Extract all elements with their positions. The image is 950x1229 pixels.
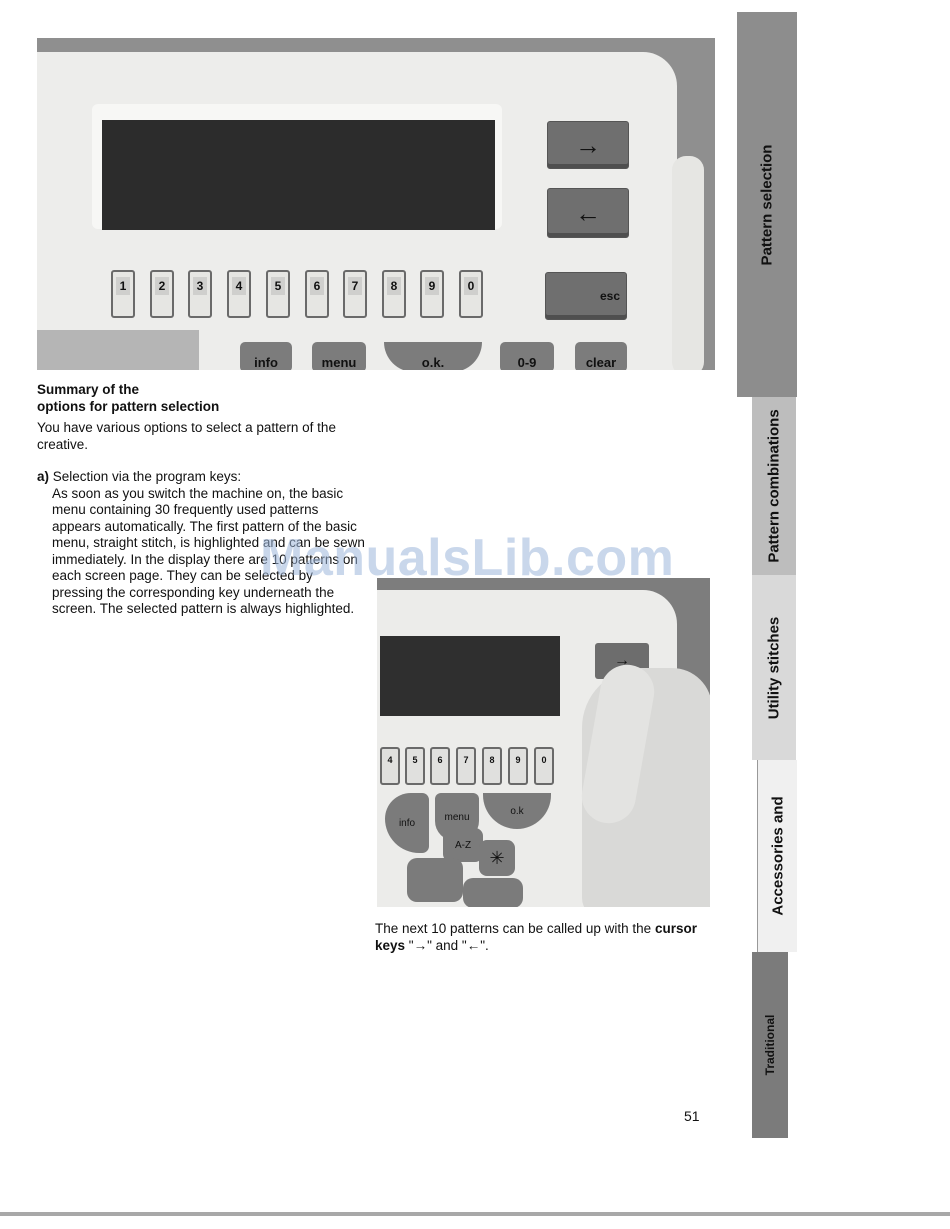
tab-label: Utility stitches: [765, 616, 783, 719]
control-panel-photo: → ← esc 1 2 3 4 5 6 7 8 9 0 info menu o.…: [37, 38, 715, 370]
caption-bold: cursor keys: [375, 921, 697, 953]
arrow-left-icon: ←: [575, 197, 601, 228]
lcd-screen: [102, 120, 495, 230]
option-a: a) Selection via the program keys: As so…: [37, 469, 367, 618]
number-key-7: 7: [456, 747, 476, 785]
arrow-right-icon: →: [575, 129, 601, 160]
number-key-label: 5: [271, 277, 285, 295]
cursor-right-key: →: [547, 121, 629, 169]
alphabet-key-label: A-Z: [454, 839, 472, 851]
esc-label: esc: [599, 289, 620, 303]
number-key-7: 7: [343, 270, 367, 318]
tab-traditional: Traditional: [752, 952, 788, 1138]
ok-key-label: o.k: [510, 805, 524, 817]
tab-label: Pattern combinations: [765, 409, 783, 563]
menu-key-label: menu: [321, 355, 357, 370]
caption-tail: "→" and "←".: [405, 938, 489, 953]
tab-accessories: Accessories and: [757, 760, 797, 952]
number-key-8: 8: [482, 747, 502, 785]
number-key-label: 8: [387, 277, 401, 295]
number-key-5: 5: [405, 747, 425, 785]
alphabet-key: A-Z: [443, 828, 483, 862]
number-key-label: 3: [193, 277, 207, 295]
page-number: 51: [684, 1108, 700, 1124]
number-key-1: 1: [111, 270, 135, 318]
number-key-9: 9: [420, 270, 444, 318]
section-heading: Summary of the options for pattern selec…: [37, 381, 357, 415]
clear-key-label: clear: [585, 355, 617, 370]
cursor-key-photo: → 4 5 6 7 8 9 0 info menu o.k A-Z ✳: [377, 578, 710, 907]
cursor-left-key: ←: [547, 188, 629, 238]
number-key-3: 3: [188, 270, 212, 318]
number-key-8: 8: [382, 270, 406, 318]
tab-pattern-combinations: Pattern combinations: [752, 397, 796, 575]
tab-utility-stitches: Utility stitches: [752, 575, 796, 760]
info-key-label: info: [398, 817, 416, 829]
menu-key: menu: [312, 342, 366, 370]
digits-key: 0-9: [500, 342, 554, 370]
number-key-6: 6: [305, 270, 329, 318]
number-key-label: 1: [116, 277, 130, 295]
option-a-title: Selection via the program keys:: [49, 469, 242, 484]
intro-paragraph: You have various options to select a pat…: [37, 420, 336, 452]
number-key-0: 0: [534, 747, 554, 785]
ok-key: o.k.: [384, 342, 482, 370]
tab-label: Traditional: [763, 1014, 777, 1076]
number-key-label: 9: [425, 277, 439, 295]
caption-text: The next 10 patterns can be called up wi…: [375, 921, 655, 936]
watermark: ManualsLib.com: [260, 529, 675, 587]
tab-pattern-selection: Pattern selection: [737, 12, 797, 397]
heading-line-1: Summary of the: [37, 382, 140, 397]
digits-key-label: 0-9: [517, 355, 537, 370]
number-key-0: 0: [459, 270, 483, 318]
number-key-5: 5: [266, 270, 290, 318]
info-key: info: [240, 342, 292, 370]
option-a-label: a): [37, 469, 50, 484]
number-key-label: 0: [464, 277, 478, 295]
photo-caption: The next 10 patterns can be called up wi…: [375, 920, 705, 954]
number-key-label: 6: [310, 277, 324, 295]
bottom-rule: [0, 1212, 950, 1216]
ok-key-label: o.k.: [421, 355, 445, 370]
machine-base-strip: [37, 330, 199, 370]
heading-line-2: options for pattern selection: [37, 399, 220, 414]
number-key-label: 2: [155, 277, 169, 295]
number-key-2: 2: [150, 270, 174, 318]
side-roller: [672, 156, 704, 370]
tab-label: Pattern selection: [758, 144, 776, 265]
info-key: info: [385, 793, 429, 853]
info-key-label: info: [254, 355, 278, 370]
option-a-body: As soon as you switch the machine on, th…: [52, 485, 365, 617]
clear-key: clear: [575, 342, 627, 370]
number-key-4: 4: [227, 270, 251, 318]
tab-label: Accessories and: [769, 796, 786, 916]
menu-key-label: menu: [444, 811, 470, 823]
lcd-screen: [380, 636, 560, 716]
lower-key: [463, 878, 523, 907]
esc-key: esc: [545, 272, 627, 320]
presser-foot-key: [407, 858, 463, 902]
number-key-6: 6: [430, 747, 450, 785]
number-key-label: 4: [232, 277, 246, 295]
number-key-9: 9: [508, 747, 528, 785]
number-key-4: 4: [380, 747, 400, 785]
sparkle-icon: ✳: [479, 840, 515, 876]
number-key-label: 7: [348, 277, 362, 295]
